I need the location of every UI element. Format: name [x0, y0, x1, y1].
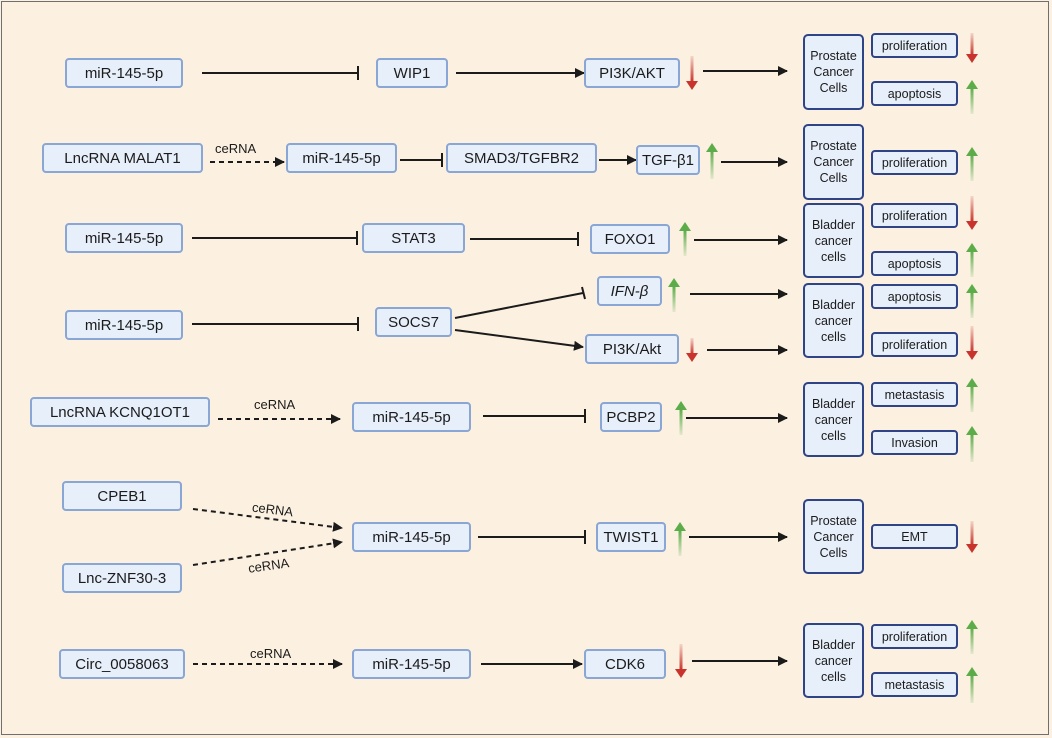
up-arrow-icon — [966, 284, 978, 318]
inhibit-line — [470, 232, 579, 246]
effect-proliferation-r2: proliferation — [871, 150, 958, 175]
down-arrow-icon — [966, 196, 978, 230]
effect-metastasis-r7: metastasis — [871, 672, 958, 697]
up-arrow-icon — [679, 222, 691, 256]
node-pi3k-akt-r4: PI3K/Akt — [585, 334, 679, 364]
node-lncrna-kcnq1ot1: LncRNA KCNQ1OT1 — [30, 397, 210, 427]
ceRNA-line — [192, 538, 343, 566]
inhibit-line — [454, 286, 586, 319]
effect-apoptosis-r1: apoptosis — [871, 81, 958, 106]
effect-apoptosis-r4: apoptosis — [871, 284, 958, 309]
node-mir145-r7: miR-145-5p — [352, 649, 471, 679]
node-twist1: TWIST1 — [596, 522, 666, 552]
up-arrow-icon — [668, 278, 680, 312]
ceRNA-label-r7: ceRNA — [250, 646, 292, 661]
node-tgf-b1: TGF-β1 — [636, 145, 700, 175]
up-arrow-icon — [675, 401, 687, 435]
node-socs7: SOCS7 — [375, 307, 452, 337]
up-arrow-icon — [966, 426, 978, 462]
node-mir145-r2: miR-145-5p — [286, 143, 397, 173]
node-lnc-znf30-3: Lnc-ZNF30-3 — [62, 563, 182, 593]
node-pi3k-akt: PI3K/AKT — [584, 58, 680, 88]
effect-proliferation-r7: proliferation — [871, 624, 958, 649]
up-arrow-icon — [966, 667, 978, 703]
up-arrow-icon — [966, 620, 978, 654]
node-mir145-r5: miR-145-5p — [352, 402, 471, 432]
down-arrow-icon — [966, 33, 978, 63]
down-arrow-icon — [966, 326, 978, 360]
node-cpeb1: CPEB1 — [62, 481, 182, 511]
effect-invasion-r5: Invasion — [871, 430, 958, 455]
effect-metastasis-r5: metastasis — [871, 382, 958, 407]
inhibit-line — [400, 153, 443, 167]
inhibit-line — [192, 231, 358, 245]
up-arrow-icon — [674, 522, 686, 556]
activate-line — [454, 329, 584, 351]
effect-apoptosis-r3: apoptosis — [871, 251, 958, 276]
effect-proliferation-r1: proliferation — [871, 33, 958, 58]
ceRNA-label-r5: ceRNA — [254, 397, 296, 412]
node-mir145-r3: miR-145-5p — [65, 223, 183, 253]
node-wip1: WIP1 — [376, 58, 448, 88]
node-stat3: STAT3 — [362, 223, 465, 253]
inhibit-line — [192, 317, 359, 331]
up-arrow-icon — [966, 378, 978, 412]
up-arrow-icon — [966, 80, 978, 114]
down-arrow-icon — [966, 521, 978, 553]
up-arrow-icon — [706, 143, 718, 179]
down-arrow-icon — [675, 644, 687, 678]
ceRNA-line — [192, 508, 343, 532]
effect-proliferation-r4: proliferation — [871, 332, 958, 357]
inhibit-line — [483, 409, 586, 423]
effect-emt-r6: EMT — [871, 524, 958, 549]
down-arrow-icon — [686, 338, 698, 362]
inhibit-line — [202, 66, 359, 80]
node-ifn-b: IFN-β — [597, 276, 662, 306]
up-arrow-icon — [966, 243, 978, 277]
effect-proliferation-r3: proliferation — [871, 203, 958, 228]
ceRNA-label-r2: ceRNA — [215, 141, 257, 156]
down-arrow-icon — [686, 56, 698, 90]
node-cdk6: CDK6 — [584, 649, 666, 679]
node-smad3-tgfbr2: SMAD3/TGFBR2 — [446, 143, 597, 173]
node-mir145-r1: miR-145-5p — [65, 58, 183, 88]
node-lncrna-malat1: LncRNA MALAT1 — [42, 143, 203, 173]
up-arrow-icon — [966, 147, 978, 181]
node-mir145-r6: miR-145-5p — [352, 522, 471, 552]
node-circ-0058063: Circ_0058063 — [59, 649, 185, 679]
inhibit-line — [478, 530, 586, 544]
node-foxo1: FOXO1 — [590, 224, 670, 254]
node-mir145-r4: miR-145-5p — [65, 310, 183, 340]
node-pcbp2: PCBP2 — [600, 402, 662, 432]
